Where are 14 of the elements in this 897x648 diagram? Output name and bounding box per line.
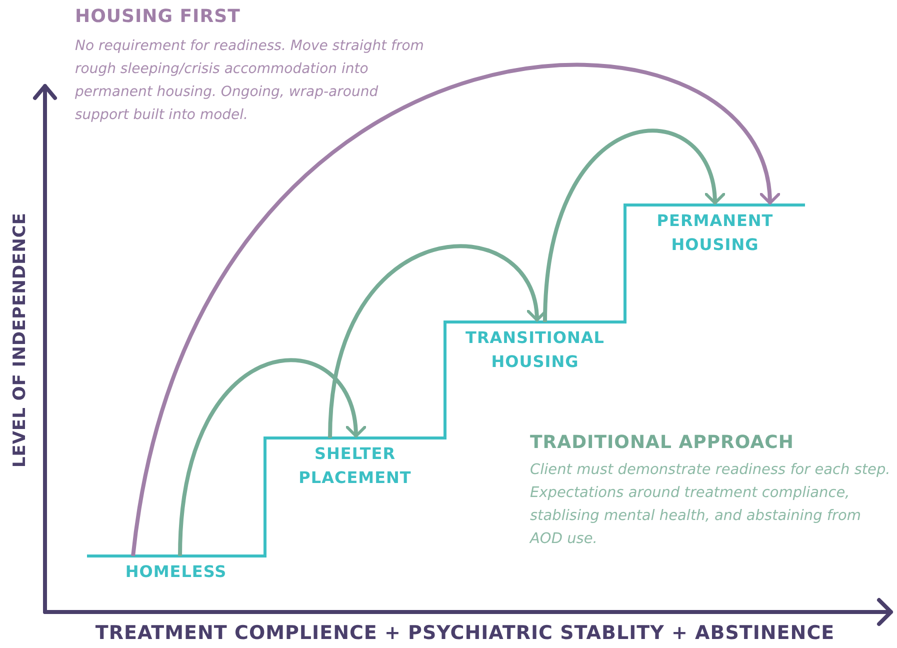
arrow (131, 64, 778, 556)
description-text: No requirement for readiness. Move straight from rough sleeping/crisis accommodation into permanent housing. Ongoing, wrap-around support built into model. (75, 37, 425, 125)
arrow (178, 358, 366, 556)
heading: TRADITIONAL APPROACH (530, 432, 795, 453)
heading: HOUSING FIRST (75, 6, 242, 27)
step-label: PERMANENT HOUSING (625, 205, 805, 257)
axis-title: TREATMENT COMPLIENCE + PSYCHIATRIC STABLITY + ABSTINENCE (94, 622, 836, 644)
axis-title: LEVEL OF INDEPENDENCE (10, 211, 30, 470)
step-label: TRANSITIONAL HOUSING (445, 322, 625, 374)
arrow (328, 244, 546, 438)
description-text: Client must demonstrate readiness for each step. Expectations around treatment compliance, stablising mental health, and abstaining from AOD use. (530, 461, 892, 549)
step-label: SHELTER PLACEMENT (265, 438, 445, 490)
step-label: HOMELESS (87, 556, 265, 584)
arrow (543, 128, 724, 322)
